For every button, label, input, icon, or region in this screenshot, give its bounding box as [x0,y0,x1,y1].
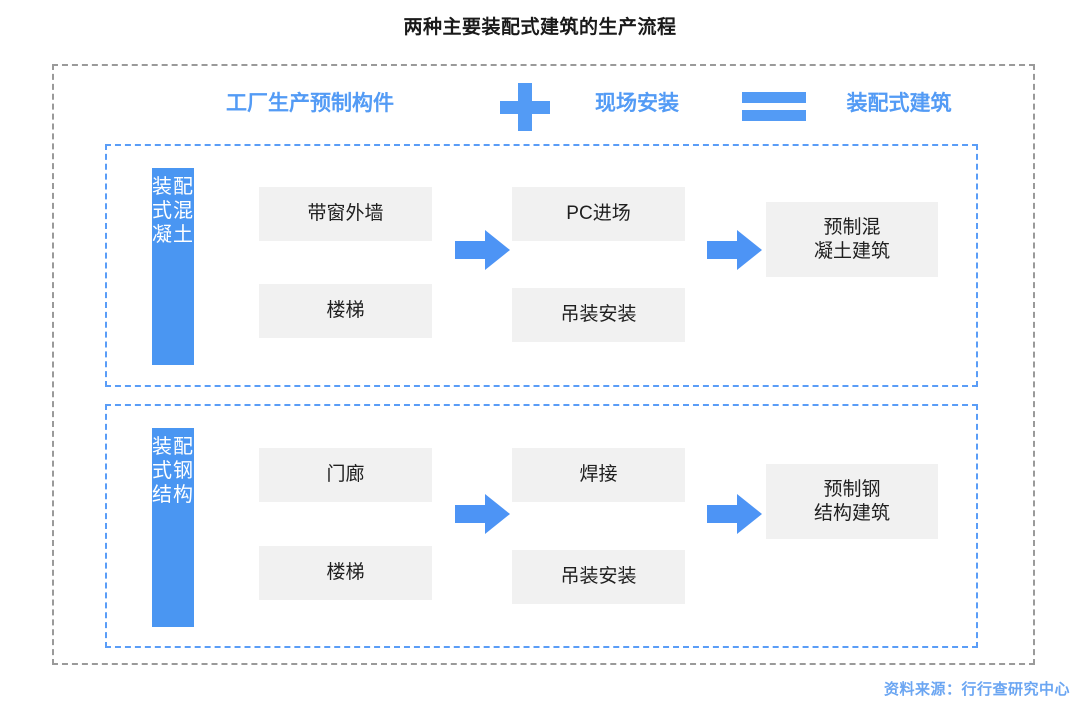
result-line-1: 预制混 [823,216,881,238]
plus-icon [500,83,550,131]
arrow-shaft [455,505,487,523]
arrow-right-icon-site-to-result [707,230,762,270]
process-box-factory-1: 门廊 [259,448,432,502]
source-note: 资料来源：行行查研究中心 [883,681,1070,698]
equation-term-site: 现场安装 [595,92,679,115]
process-box-factory-2: 楼梯 [259,284,432,338]
arrow-right-icon-factory-to-site [455,230,510,270]
equation-header: 工厂生产预制构件 现场安装 装配式建筑 [52,82,1035,131]
section-label-precast-steel: 装配式钢结构 [152,428,194,627]
process-box-site-2: 吊装安装 [512,288,685,342]
process-box-site-2: 吊装安装 [512,550,685,604]
section-label-precast-concrete: 装配式混凝土 [152,168,194,365]
result-box-precast-concrete: 预制混 凝土建筑 [766,202,938,277]
process-box-site-1: PC进场 [512,187,685,241]
process-box-factory-1: 带窗外墙 [259,187,432,241]
diagram-outer-frame [52,64,1035,665]
equals-icon-top-bar [742,92,806,103]
arrow-head [485,230,510,270]
arrow-head [737,230,762,270]
page-title: 两种主要装配式建筑的生产流程 [403,17,677,38]
arrow-shaft [707,505,739,523]
arrow-right-icon-factory-to-site [455,494,510,534]
arrow-head [737,494,762,534]
plus-icon-vertical-bar [518,83,532,131]
result-line-2: 凝土建筑 [813,240,890,262]
arrow-shaft [707,241,739,259]
process-box-site-1: 焊接 [512,448,685,502]
arrow-head [485,494,510,534]
process-box-factory-2: 楼梯 [259,546,432,600]
section-precast-concrete: 装配式混凝土 带窗外墙 楼梯 PC进场 吊装安装 预制混 凝土建筑 [105,144,978,387]
result-line-1: 预制钢 [823,478,881,500]
equation-term-factory: 工厂生产预制构件 [226,92,394,115]
section-precast-steel: 装配式钢结构 门廊 楼梯 焊接 吊装安装 预制钢 结构建筑 [105,404,978,648]
arrow-shaft [455,241,487,259]
equation-term-result: 装配式建筑 [846,92,952,115]
result-line-2: 结构建筑 [813,502,890,524]
result-box-precast-steel: 预制钢 结构建筑 [766,464,938,539]
equals-icon-bottom-bar [742,110,806,121]
equals-icon [742,92,806,122]
arrow-right-icon-site-to-result [707,494,762,534]
